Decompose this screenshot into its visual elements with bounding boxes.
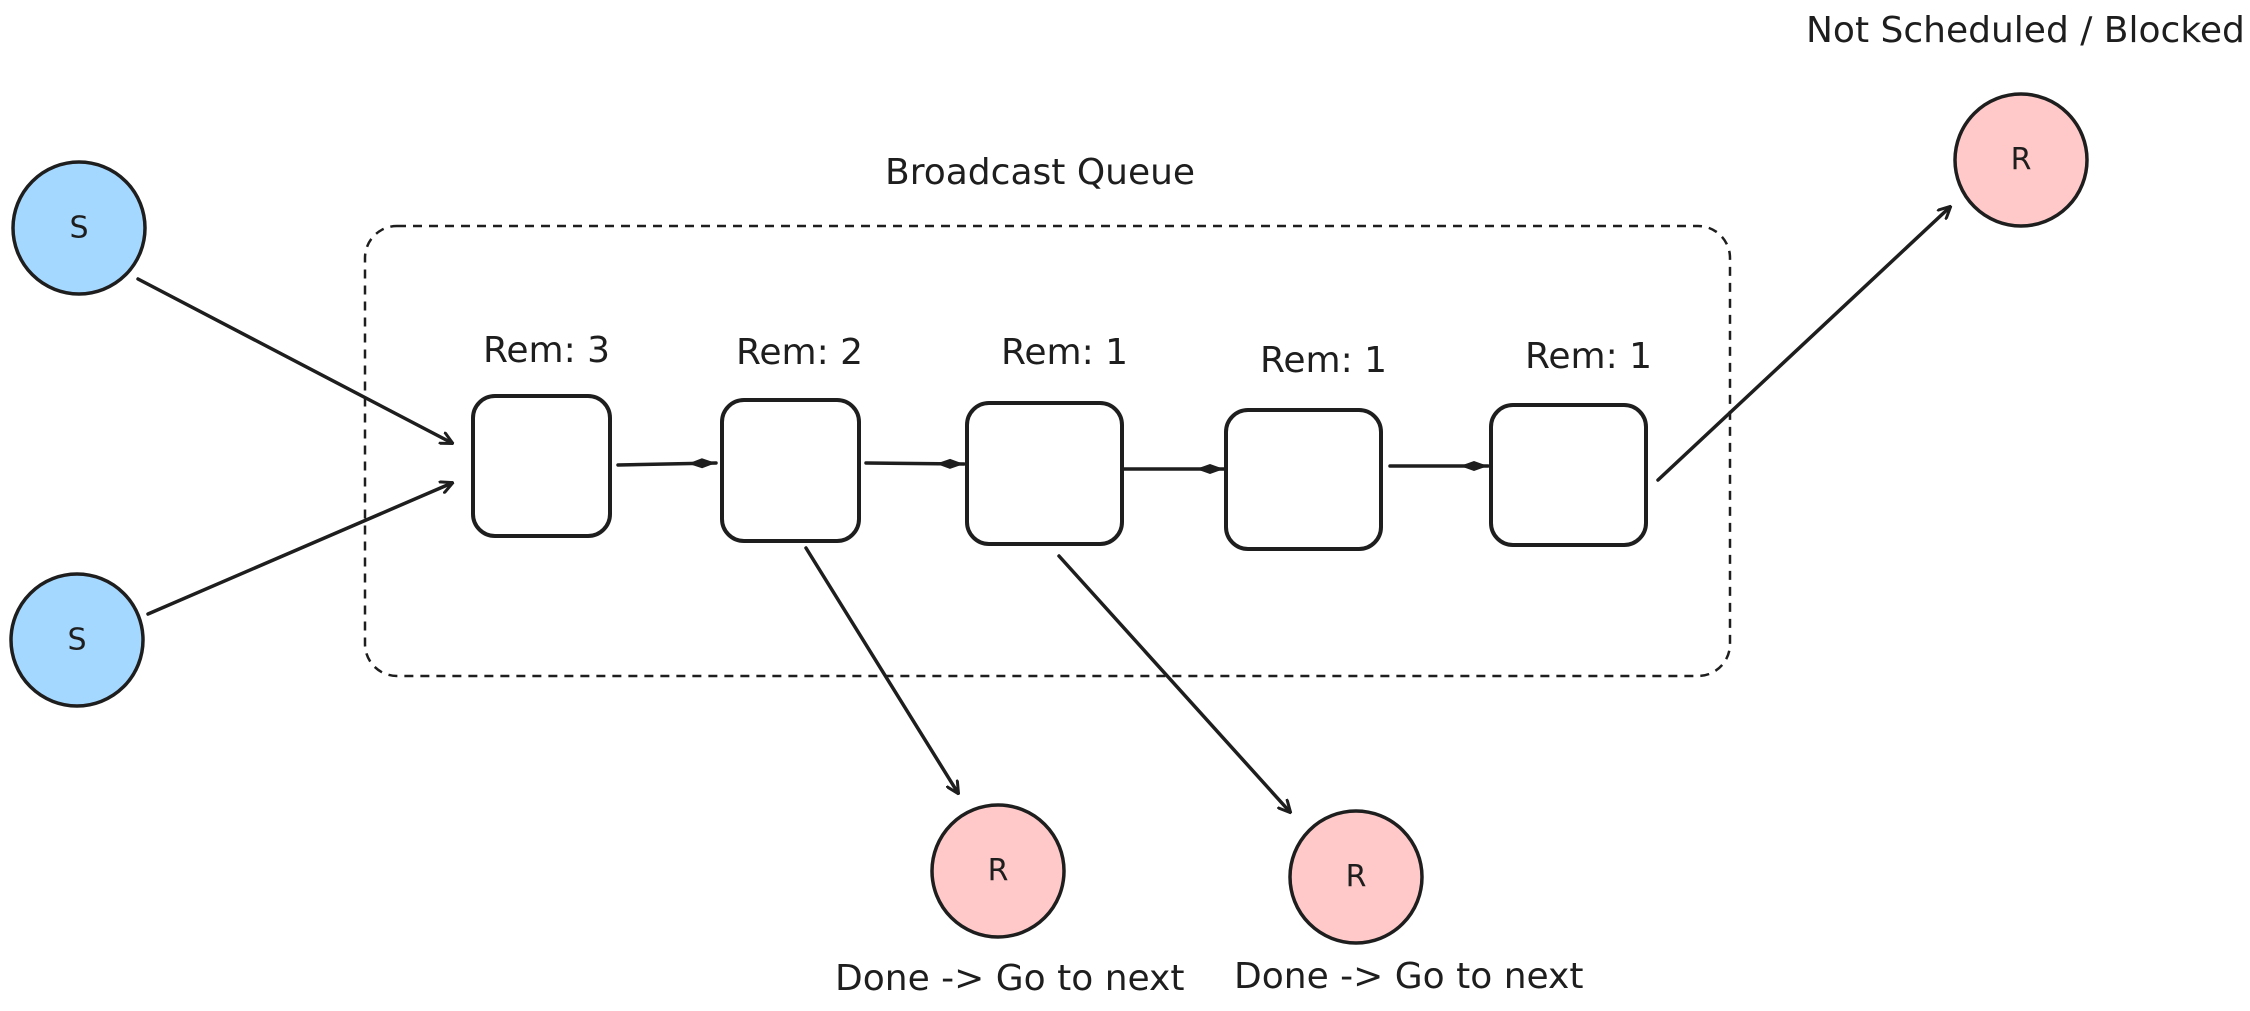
receiver-node-blocked-letter: R <box>2011 143 2032 178</box>
queue-item-1-label: Rem: 3 <box>483 330 610 371</box>
receiver-node-1 <box>930 803 1066 939</box>
queue-item-1 <box>471 394 612 538</box>
receiver-node-2 <box>1288 809 1424 945</box>
receiver-blocked-arrow <box>1656 207 1950 482</box>
queue-frame <box>363 224 1732 678</box>
blocked-caption: Not Scheduled / Blocked <box>1806 10 2245 51</box>
queue-item-2-label: Rem: 2 <box>736 332 863 373</box>
receiver-1-caption: Done -> Go to next <box>835 958 1184 999</box>
receiver-node-1-letter: R <box>988 854 1009 889</box>
sender-node-top-letter: S <box>69 211 88 246</box>
sender-node-bottom <box>9 572 145 708</box>
queue-item-3 <box>965 401 1124 546</box>
sender-bottom-arrow <box>146 483 452 616</box>
receiver-node-2-letter: R <box>1346 860 1367 895</box>
queue-title: Broadcast Queue <box>885 152 1195 193</box>
sender-node-bottom-letter: S <box>67 623 86 658</box>
receiver-2-arrow <box>1057 554 1290 812</box>
receiver-2-caption: Done -> Go to next <box>1234 956 1583 997</box>
queue-item-2 <box>720 398 861 543</box>
queue-item-5 <box>1489 403 1648 547</box>
receiver-node-blocked <box>1953 92 2089 228</box>
receiver-1-arrow <box>804 546 958 793</box>
sender-top-arrow <box>136 277 452 443</box>
queue-item-3-label: Rem: 1 <box>1001 332 1128 373</box>
queue-item-5-label: Rem: 1 <box>1525 336 1652 377</box>
queue-link-2-3 <box>864 458 966 469</box>
queue-item-4-label: Rem: 1 <box>1260 340 1387 381</box>
queue-link-1-2 <box>616 458 718 469</box>
sender-node-top <box>11 160 147 296</box>
queue-item-4 <box>1224 408 1383 551</box>
